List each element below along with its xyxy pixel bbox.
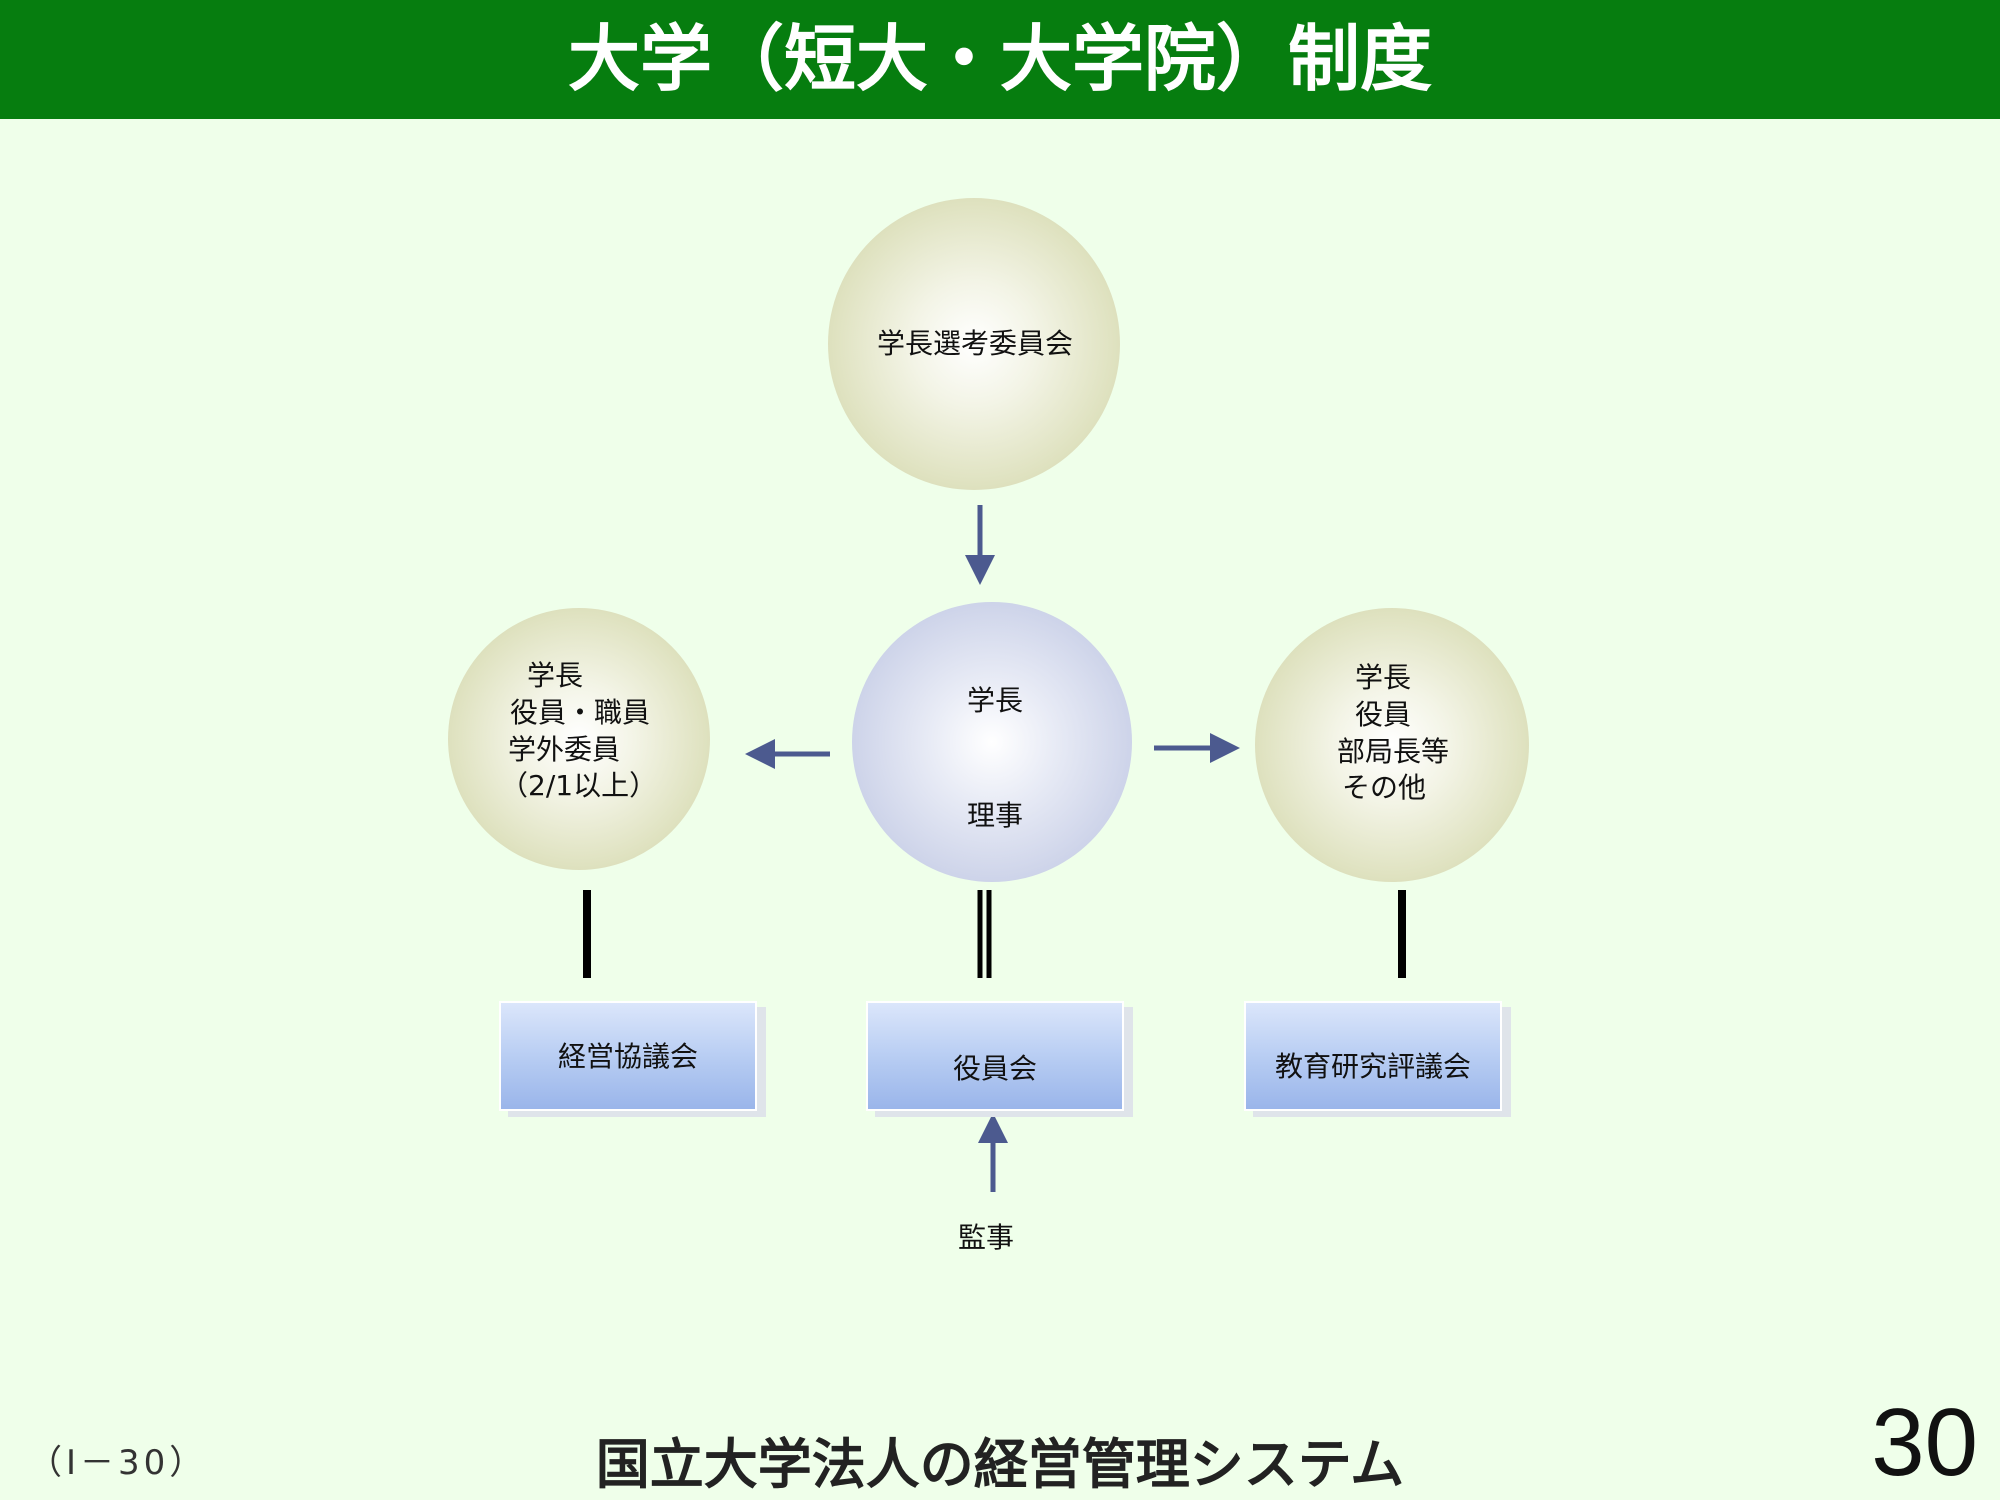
right-line-4: その他 bbox=[1342, 771, 1427, 804]
management-council-box: 経営協議会 bbox=[499, 1001, 757, 1111]
node-council-members bbox=[1255, 608, 1529, 882]
node-president bbox=[852, 602, 1132, 882]
page-number: 30 bbox=[1871, 1389, 1978, 1496]
board-of-directors-label: 役員会 bbox=[952, 1052, 1037, 1085]
auditor-label: 監事 bbox=[958, 1221, 1015, 1254]
header-bar: 大学（短大・大学院）制度 bbox=[0, 0, 2000, 119]
slide-code: （Ⅰ－30） bbox=[28, 1443, 208, 1483]
board-of-directors-box: 役員会 bbox=[866, 1001, 1124, 1111]
footer-title: 国立大学法人の経営管理システム bbox=[595, 1433, 1405, 1496]
node-selection-committee bbox=[828, 198, 1120, 490]
education-research-council-label: 教育研究評議会 bbox=[1274, 1050, 1471, 1083]
left-line-4: （2/1以上） bbox=[500, 769, 658, 802]
left-line-2: 役員・職員 bbox=[510, 696, 651, 729]
right-line-2: 役員 bbox=[1355, 698, 1412, 731]
selection-committee-label: 学長選考委員会 bbox=[876, 327, 1073, 360]
left-line-1: 学長 bbox=[527, 659, 584, 692]
education-research-council-box: 教育研究評議会 bbox=[1244, 1001, 1502, 1111]
management-council-label: 経営協議会 bbox=[557, 1040, 698, 1073]
right-line-3: 部局長等 bbox=[1337, 735, 1450, 768]
left-line-3: 学外委員 bbox=[508, 733, 621, 766]
president-line2: 理事 bbox=[966, 799, 1023, 832]
right-line-1: 学長 bbox=[1355, 661, 1412, 694]
page-title: 大学（短大・大学院）制度 bbox=[567, 17, 1432, 101]
node-management-members bbox=[448, 608, 710, 870]
president-line1: 学長 bbox=[966, 684, 1023, 717]
